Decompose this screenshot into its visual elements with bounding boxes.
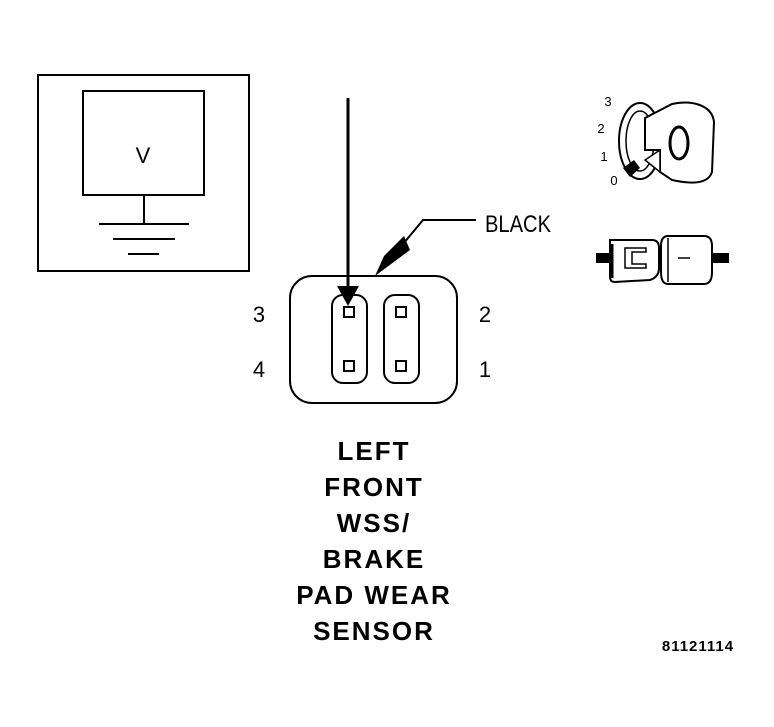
pin-3-terminal <box>343 306 355 318</box>
ground-icon <box>99 195 189 255</box>
caption-line-1: LEFT <box>338 436 411 466</box>
pin-2-terminal <box>395 306 407 318</box>
voltmeter-housing <box>37 74 250 272</box>
terminal-cavity-left <box>331 294 368 384</box>
figure-code: 81121114 <box>662 638 734 655</box>
voltmeter-symbol: V <box>136 143 151 168</box>
pin-label-4: 4 <box>253 357 265 382</box>
pin-label-1: 1 <box>479 357 491 382</box>
pin-4-terminal <box>343 360 355 372</box>
caption-line-3: WSS/ <box>337 508 411 538</box>
terminal-cavity-right <box>383 294 420 384</box>
component-caption: LEFT FRONT WSS/ BRAKE PAD WEAR SENSOR <box>296 436 452 646</box>
caption-line-4: BRAKE <box>323 544 425 574</box>
caption-line-2: FRONT <box>324 472 424 502</box>
caption-line-6: SENSOR <box>313 616 435 646</box>
pin-1-terminal <box>395 360 407 372</box>
key-position-3: 3 <box>604 94 611 109</box>
key-position-0: 0 <box>610 173 617 188</box>
pin-label-2: 2 <box>479 302 491 327</box>
key-position-2: 2 <box>597 121 604 136</box>
probe-arrow <box>337 98 359 306</box>
wire-color-label: BLACK <box>485 211 551 238</box>
connector-body <box>289 275 458 404</box>
sensor-connector <box>289 275 458 404</box>
connector-disconnect-icon <box>596 235 729 285</box>
pin-label-3: 3 <box>253 302 265 327</box>
ignition-key-icon <box>618 101 716 184</box>
key-position-1: 1 <box>600 149 607 164</box>
wire-leader-arrow <box>375 219 476 276</box>
caption-line-5: PAD WEAR <box>296 580 452 610</box>
voltmeter: V <box>37 74 250 272</box>
